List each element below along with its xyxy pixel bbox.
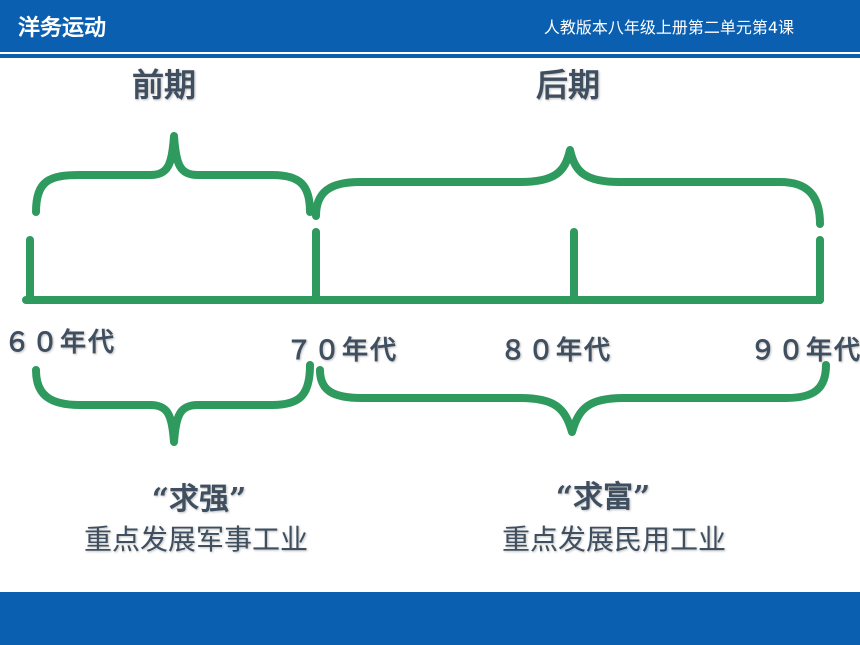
- decade-label-80s: ８０年代: [500, 336, 613, 366]
- phase-label-late: 后期: [536, 66, 601, 104]
- footer-bar: [0, 592, 860, 645]
- decade-label-70s: ７０年代: [286, 336, 399, 366]
- brace-early-bottom: [32, 361, 314, 446]
- decade-label-60s: ６０年代: [4, 328, 117, 358]
- brace-late-bottom: [316, 361, 830, 436]
- brace-late-top: [312, 146, 824, 228]
- lesson-subtitle: 人教版本八年级上册第二单元第4课: [543, 18, 794, 37]
- brace-early-top: [32, 132, 314, 216]
- goal-focus-late: 重点发展民用工业: [501, 523, 726, 556]
- header-bar: [0, 0, 860, 52]
- goal-focus-early: 重点发展军事工业: [83, 523, 308, 556]
- header-divider: [0, 52, 860, 58]
- lesson-title: 洋务运动: [18, 16, 107, 41]
- phase-label-early: 前期: [132, 66, 197, 104]
- goal-slogan-early: “求强”: [151, 482, 247, 517]
- goal-slogan-late: “求富”: [555, 480, 651, 515]
- decade-label-90s: ９０年代: [750, 336, 860, 366]
